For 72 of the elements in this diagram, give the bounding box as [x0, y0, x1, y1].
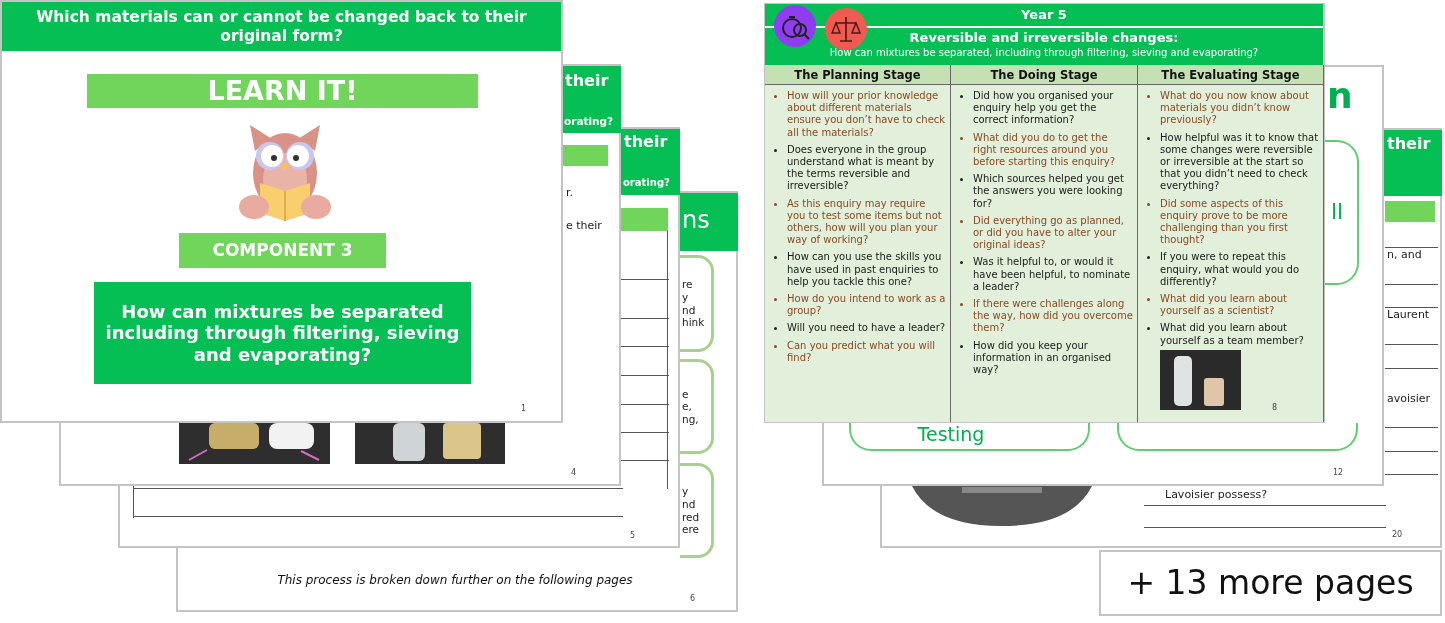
question-text: If you were to repeat this enquiry, what would you do differently?: [1160, 251, 1301, 289]
page-number: 8: [1272, 403, 1279, 413]
title-banner: [94, 282, 471, 384]
slide-title: Which materials can or cannot be changed back to their original form?: [35, 7, 528, 46]
note-text: This process is broken down further on the following pages: [276, 573, 634, 588]
text-fragment: Laurent: [1387, 308, 1431, 322]
page-number: 5: [630, 531, 637, 541]
label-banner: [179, 233, 386, 268]
page-number: 20: [1392, 530, 1404, 540]
question-text: How helpful was it to know that some changes were reversible or irreversible at the start so that you didn’t need to check everything?: [1160, 131, 1319, 193]
text-fragment: y nd red ere: [682, 485, 701, 536]
page-number: 1: [519, 404, 526, 414]
column-header: The Doing Stage: [951, 65, 1137, 85]
question-text: Was it helpful to, or would it have been helpful, to nominate a leader?: [973, 256, 1132, 294]
question-text: Lavoisier possess?: [1165, 488, 1268, 502]
question-text: How will your prior knowledge about different materials ensure you don’t have to check all the materials?: [787, 90, 946, 139]
page-number: 6: [690, 594, 697, 604]
question-text: If there were challenges along the way, how did you overcome them?: [973, 298, 1133, 335]
text-fragment: n, and: [1387, 248, 1423, 262]
text-fragment: ll: [1329, 199, 1345, 226]
question-text: How can mixtures be separated including through filtering, sieving and evaporating?: [104, 300, 461, 366]
header-banner: [765, 4, 1323, 65]
rounded-panel: [680, 359, 714, 454]
question-text: Can you predict what you will find?: [787, 339, 937, 365]
question-text: What did you do to get the right resources around you before starting this enquiry?: [973, 131, 1116, 169]
rounded-panel: [680, 463, 714, 558]
question-text: Will you need to have a leader?: [787, 322, 946, 335]
rounded-panel: [1117, 423, 1358, 451]
text-fragment: avoisier: [1387, 392, 1432, 406]
year-label: Year 5: [1020, 7, 1068, 24]
question-text: Did some aspects of this enquiry prove to be more challenging than you first thought?: [1160, 197, 1289, 247]
section-heading: LEARN IT!: [206, 74, 359, 108]
label-banner: [87, 74, 478, 108]
table-column: [951, 65, 1138, 422]
question-text: What did you learn about yourself as a scientist?: [1160, 293, 1289, 318]
heading-fragment: their: [1387, 134, 1432, 154]
heading-fragment: their: [624, 132, 669, 152]
slide-title: Reversible and irreversible changes:: [908, 30, 1180, 47]
text-fragment: r.: [566, 186, 574, 200]
question-text: Did everything go as planned, or did you have to alter your original ideas?: [973, 214, 1125, 252]
column-header: The Evaluating Stage: [1138, 65, 1323, 85]
table-column: [1138, 65, 1324, 422]
rounded-panel: [849, 423, 1090, 451]
text-fragment: e e, ng,: [682, 387, 700, 426]
question-text: How did you keep your information in an organised way?: [973, 339, 1113, 377]
component-label: COMPONENT 3: [211, 240, 354, 261]
panel-heading: Testing: [916, 423, 986, 446]
question-text: Which sources helped you get the answers you were looking for?: [973, 173, 1125, 210]
more-pages-card: [1099, 550, 1442, 616]
question-text: How do you intend to work as a group?: [787, 293, 946, 318]
more-pages-text: + 13 more pages: [1126, 563, 1415, 603]
heading-fragment: ns: [682, 206, 711, 235]
question-text: As this enquiry may require you to test some items but not others, how will you plan your way of working?: [787, 197, 943, 247]
page-number: 12: [1333, 468, 1345, 478]
question-text: How can you use the skills you have used in past enquiries to help you tackle this one?: [787, 251, 943, 289]
column-header: The Planning Stage: [765, 65, 950, 85]
text-fragment: e their: [566, 219, 603, 233]
heading-fragment: n: [1327, 74, 1354, 118]
subtitle-text: How can mixtures be separated, including through filtering, sieving and evaporating?: [828, 46, 1260, 59]
question-text: What did you learn about yourself as a team member?: [1160, 322, 1305, 347]
question-text: Does everyone in the group understand what is meant by the terms reversible and irreversible?: [787, 143, 936, 193]
heading-fragment: orating?: [623, 177, 671, 189]
title-banner: [2, 2, 561, 51]
heading-fragment: their: [565, 71, 610, 91]
rounded-panel: [1325, 140, 1359, 285]
table-column: [765, 65, 951, 422]
question-text: Did how you organised your enquiry help you get the correct information?: [973, 90, 1115, 127]
heading-fragment: orating?: [564, 115, 615, 128]
rounded-panel: [680, 255, 714, 352]
page-number: 4: [571, 468, 578, 478]
text-fragment: re y nd hink: [682, 278, 706, 329]
question-text: What do you now know about materials you didn’t know previously?: [1160, 90, 1310, 127]
